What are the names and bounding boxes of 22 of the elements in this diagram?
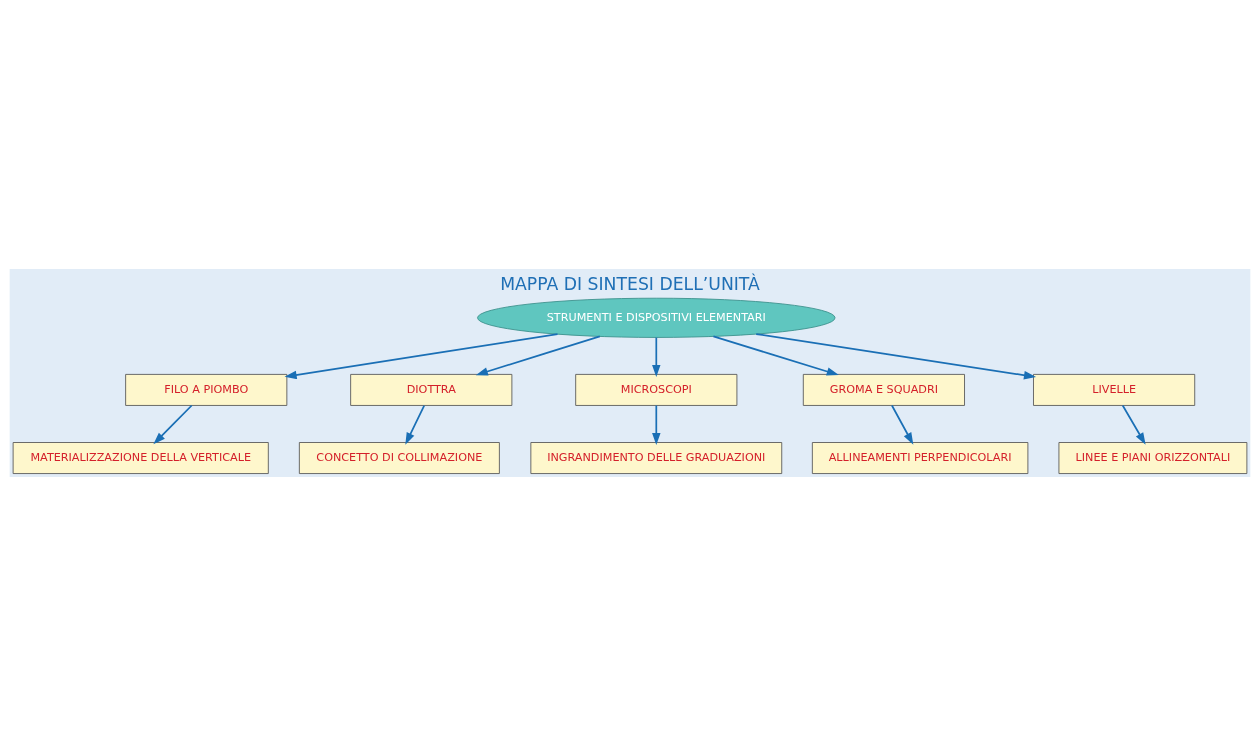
arrow: [755, 332, 1037, 379]
node-box: GROMA E SQUADRI: [802, 373, 965, 406]
arrow: [712, 335, 839, 376]
node-box: MATERIALIZZAZIONE DELLA VERTICALE: [12, 441, 269, 474]
node-ellipse: STRUMENTI E DISPOSITIVI ELEMENTARI: [477, 297, 836, 338]
node-box: DIOTTRA: [350, 373, 513, 406]
node-box: LIVELLE: [1033, 373, 1196, 406]
arrow: [153, 404, 193, 444]
arrow: [891, 404, 914, 445]
node-box: CONCETTO DI COLLIMAZIONE: [298, 441, 500, 474]
node-box: LINEE E PIANI ORIZZONTALI: [1058, 441, 1248, 474]
arrow: [652, 404, 661, 445]
arrow: [284, 332, 559, 379]
diagram-title: MAPPA DI SINTESI DELL’UNITÀ: [500, 273, 760, 294]
arrow: [405, 404, 426, 445]
node-box: ALLINEAMENTI PERPENDICOLARI: [811, 441, 1029, 474]
node-box: INGRANDIMENTO DELLE GRADUAZIONI: [530, 441, 783, 474]
arrow: [652, 336, 661, 377]
node-box: MICROSCOPI: [575, 373, 738, 406]
arrow: [1121, 404, 1146, 445]
arrow: [475, 335, 601, 376]
node-box: FILO A PIOMBO: [125, 373, 288, 406]
